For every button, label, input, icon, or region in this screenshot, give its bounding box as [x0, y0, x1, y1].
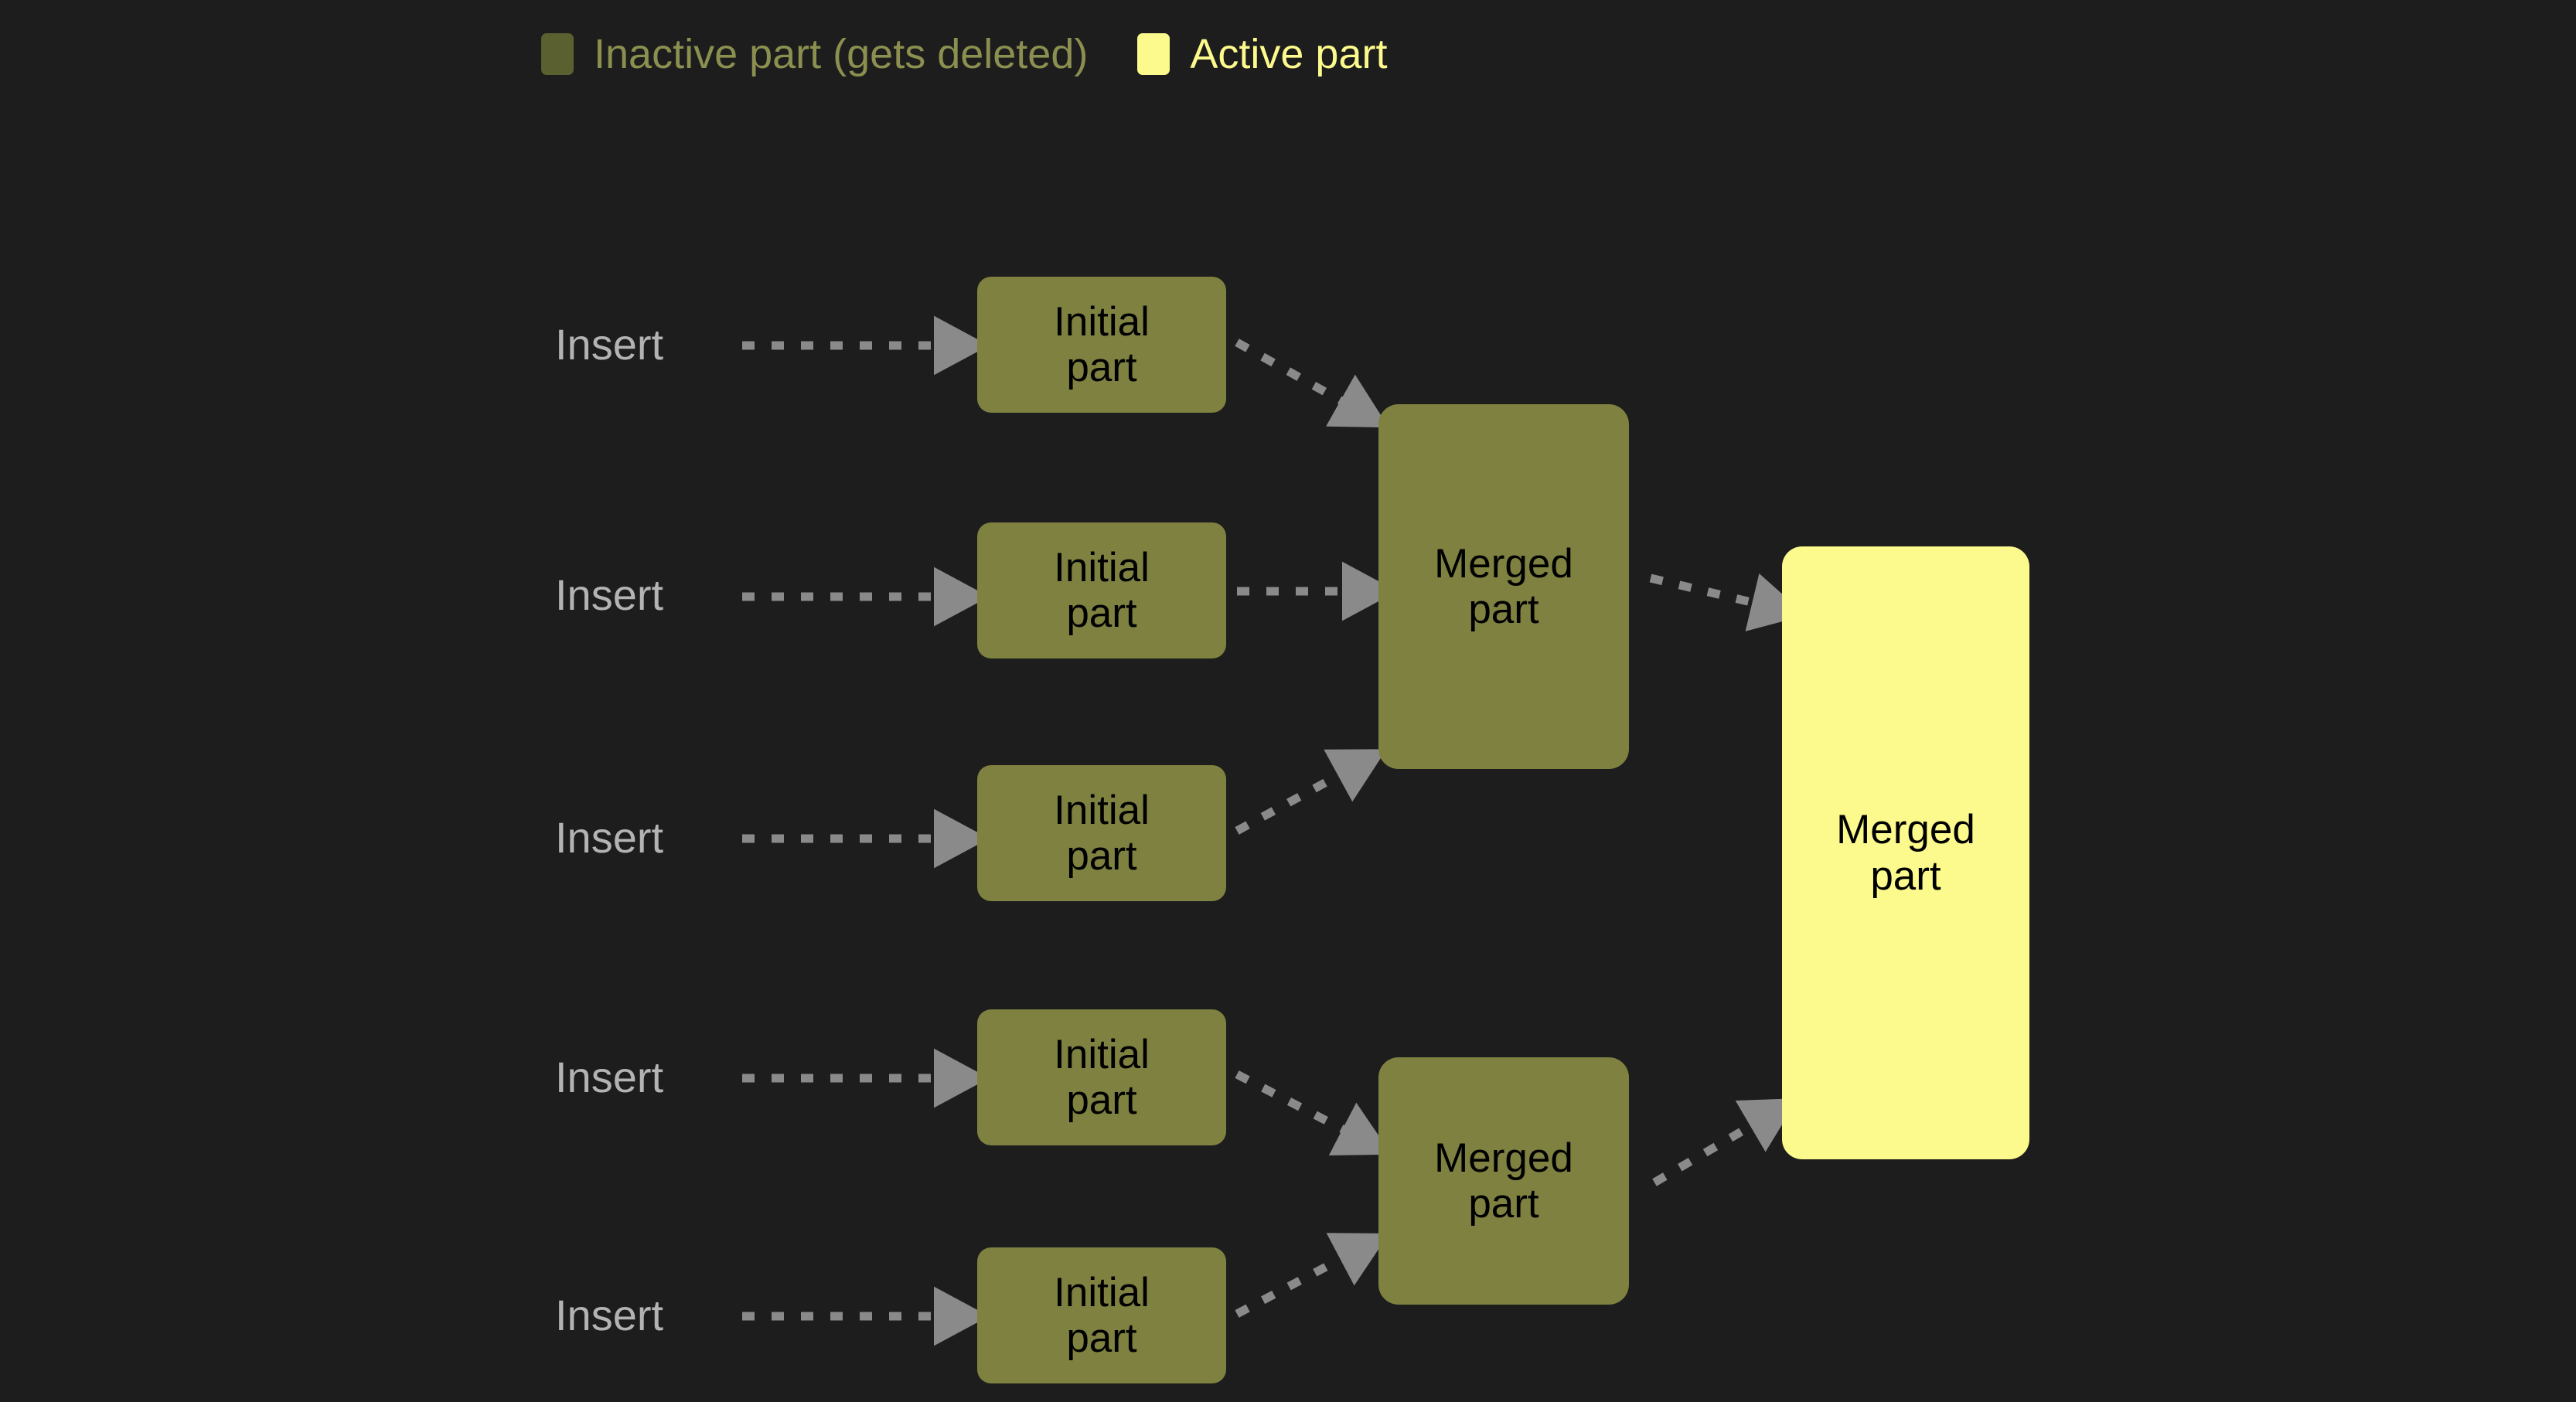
arrow-initial-3-to-merged-1 [1235, 749, 1387, 835]
insert-label-5: Insert [555, 1291, 664, 1339]
insert-label-4: Insert [555, 1053, 664, 1101]
arrow-initial-5-to-merged-2 [1235, 1233, 1389, 1318]
arrow-merged-2-to-final [1652, 1098, 1798, 1186]
legend-label-active: Active part [1190, 31, 1388, 77]
insert-label-2: Insert [555, 570, 664, 619]
active-swatch-icon [1137, 33, 1170, 75]
legend-label-inactive: Inactive part (gets deleted) [594, 31, 1089, 77]
arrow-initial-1-to-merged-1 [1235, 339, 1389, 428]
inactive-swatch-icon [541, 33, 574, 75]
arrow-merged-1-to-final [1649, 573, 1807, 631]
legend: Inactive part (gets deleted) Active part [541, 22, 1387, 87]
insert-label-3: Insert [555, 813, 664, 862]
legend-item-active: Active part [1137, 33, 1387, 75]
legend-item-inactive: Inactive part (gets deleted) [541, 33, 1088, 75]
insert-label-1: Insert [555, 320, 664, 369]
arrow-initial-4-to-merged-2 [1235, 1070, 1392, 1156]
